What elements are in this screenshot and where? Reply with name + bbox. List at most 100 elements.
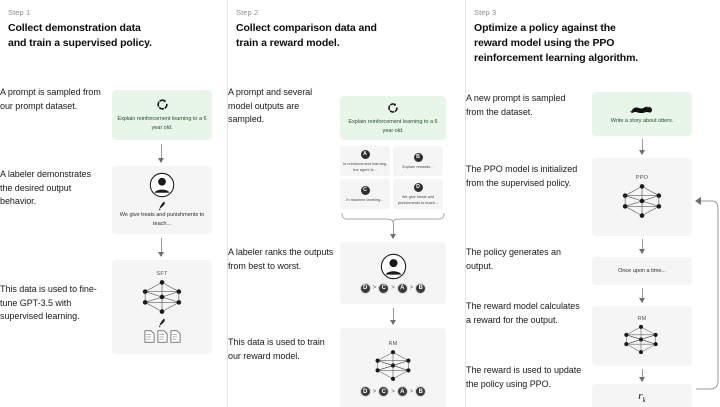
step-1-labeler-caption: We give treats and punishments to teach.…	[119, 212, 205, 227]
step-3-arrow-3	[639, 288, 645, 303]
step-2-para-3: This data is used to train our reward mo…	[228, 337, 325, 361]
step-3-reward-panel: rk	[592, 384, 692, 407]
rm-rank-1: D	[359, 386, 371, 397]
option-b[interactable]: B Explain rewards...	[393, 146, 443, 176]
rm-rank-2: C	[378, 386, 390, 397]
pencil-icon	[157, 199, 167, 211]
step-3-title-line2: reward model using the PPO	[474, 36, 615, 49]
step-3-ppo-panel: PPO	[592, 158, 692, 236]
step-3-prompt-caption: Write a story about otters.	[610, 118, 674, 125]
step-1-sft-tag: SFT	[156, 271, 168, 277]
option-c-badge: C	[360, 185, 370, 195]
step-2-para-1: A prompt and several model outputs are s…	[228, 87, 313, 125]
refresh-icon	[387, 101, 400, 114]
step-2-column: Step 2 Collect comparison data and train…	[227, 0, 465, 407]
step-3-title-line1: Optimize a policy against the	[474, 22, 616, 34]
rank-sep-1: >	[372, 285, 377, 291]
step-2-arrow-1	[390, 223, 396, 239]
rm-rank-3: A	[396, 386, 408, 397]
step-1-prompt-caption: Explain reinforcement learning to a 6 ye…	[117, 116, 207, 131]
step-2-rm-panel: RM D > C	[340, 328, 446, 407]
option-a[interactable]: A In reinforcement learning, the agent i…	[340, 146, 390, 176]
step-2-prompt-caption: Explain reinforcement learning to a 6 ye…	[348, 119, 438, 134]
step-2-rm-ranking-row: D > C > A > B	[359, 386, 427, 397]
step-3-column: Step 3 Optimize a policy against the rew…	[465, 0, 720, 407]
option-a-text: In reinforcement learning, the agent is.…	[342, 160, 388, 172]
labeler-icon	[149, 172, 175, 198]
rm-rank-sep-1: >	[372, 388, 377, 395]
step-3-para-4: The reward model calculates a reward for…	[466, 301, 580, 325]
step-2-para-2: A labeler ranks the outputs from best to…	[228, 247, 334, 271]
rank-4: B	[415, 282, 427, 294]
step-3-arrow-1	[639, 139, 645, 155]
step-3-para-2: The PPO model is initialized from the su…	[466, 164, 578, 188]
option-d-badge: D	[413, 182, 423, 192]
step-3-arrow-4	[639, 369, 645, 382]
neural-net-icon	[621, 324, 663, 357]
option-b-badge: B	[413, 152, 423, 162]
rank-sep-3: >	[409, 285, 414, 291]
neural-net-icon	[139, 279, 185, 315]
step-2-arrow-2	[390, 308, 396, 325]
step-1-para-2: A labeler demonstrates the desired outpu…	[0, 169, 91, 207]
option-c-text: In machine learning...	[346, 196, 384, 202]
step-3-para-3: The policy generates an output.	[466, 247, 561, 271]
step-3-feedback-loop	[690, 183, 720, 403]
step-3-output-caption: Once upon a time...	[618, 267, 666, 274]
documents-icon	[144, 330, 181, 343]
option-a-badge: A	[360, 149, 370, 159]
step-3-ppo-tag: PPO	[635, 175, 649, 181]
labeler-icon	[380, 253, 407, 279]
pencil-icon-sft	[157, 316, 167, 328]
step-1-arrow-1	[158, 144, 164, 163]
step-3-label: Step 3	[474, 8, 497, 17]
rank-1: D	[359, 282, 371, 294]
step-3-rm-panel: RM	[592, 306, 692, 366]
rank-2: C	[378, 282, 390, 294]
step-2-label: Step 2	[236, 8, 259, 17]
step-2-rm-tag: RM	[388, 341, 398, 347]
rm-rank-sep-2: >	[391, 388, 395, 395]
step-3-output-panel: Once upon a time...	[592, 257, 692, 285]
reward-symbol-subscript: k	[642, 396, 646, 405]
reward-symbol: rk	[638, 390, 645, 404]
step-3-title-line3: reinforcement learning algorithm.	[474, 51, 639, 64]
step-1-labeler-panel: We give treats and punishments to teach.…	[112, 166, 212, 234]
step-2-title-line2: train a reward model.	[236, 36, 340, 49]
option-d-text: We give treats and punishments to teach.…	[397, 193, 439, 205]
step-3-arrow-2	[639, 239, 645, 254]
step-2-title: Collect comparison data and train a rewa…	[236, 21, 465, 51]
step-3-para-5: The reward is used to update the policy …	[466, 365, 582, 389]
step-1-column: Step 1 Collect demonstration data and tr…	[0, 0, 227, 407]
step-1-title: Collect demonstration data and train a s…	[8, 21, 227, 51]
step-2-labeler-panel: D > C > A > B	[340, 242, 446, 304]
doc-icon-1	[144, 330, 155, 343]
step-1-label: Step 1	[8, 8, 31, 17]
option-b-text: Explain rewards...	[402, 163, 434, 169]
rank-sep-2: >	[391, 285, 395, 291]
step-2-title-line1: Collect comparison data and	[236, 22, 377, 34]
option-d[interactable]: D We give treats and punishments to teac…	[393, 179, 443, 209]
step-1-prompt-panel: Explain reinforcement learning to a 6 ye…	[112, 90, 212, 140]
rm-rank-sep-3: >	[409, 388, 414, 395]
step-1-para-3: This data is used to fine-tune GPT-3.5 w…	[0, 284, 97, 322]
step-1-title-line1: Collect demonstration data	[8, 22, 141, 34]
step-3-para-1: A new prompt is sampled from the dataset…	[466, 93, 566, 117]
step-1-title-line2: and train a supervised policy.	[8, 36, 152, 49]
option-c[interactable]: C In machine learning...	[340, 179, 390, 209]
reward-symbol-base: r	[638, 389, 643, 402]
step-1-sft-panel: SFT	[112, 260, 212, 354]
step-3-prompt-panel: Write a story about otters.	[592, 92, 692, 136]
doc-icon-3	[170, 330, 181, 343]
step-1-para-1: A prompt is sampled from our prompt data…	[0, 87, 101, 111]
refresh-icon	[156, 98, 169, 111]
rank-3: A	[396, 282, 408, 294]
step-3-rm-tag: RM	[637, 315, 647, 322]
step-2-options-grid: A In reinforcement learning, the agent i…	[340, 146, 443, 209]
step-1-arrow-2	[158, 238, 164, 257]
step-3-title: Optimize a policy against the reward mod…	[474, 21, 720, 66]
step-2-prompt-panel: Explain reinforcement learning to a 6 ye…	[340, 96, 446, 140]
doc-icon-2	[157, 330, 168, 343]
neural-net-icon	[372, 349, 414, 382]
